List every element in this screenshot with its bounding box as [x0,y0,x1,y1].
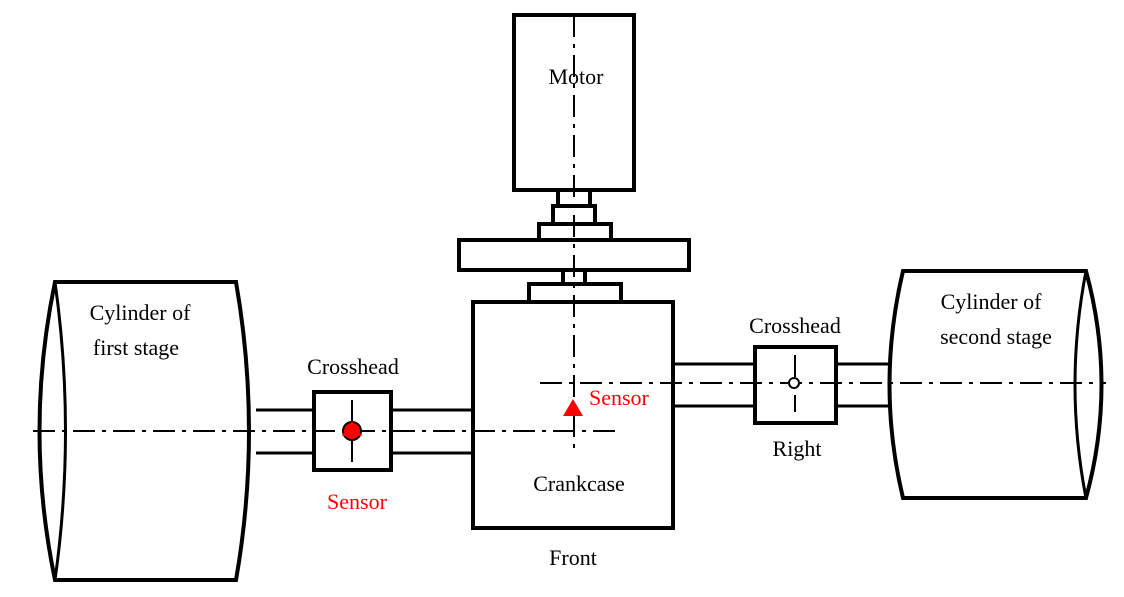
right-label: Right [773,436,822,461]
cylinder-first-label-line2: first stage [93,335,179,360]
right-crosshead-pin [788,377,800,389]
front-label: Front [549,545,597,570]
cylinder-second-label-line1: Cylinder of [941,289,1042,314]
cylinder-second-label-line2: second stage [940,324,1052,349]
sensor-crankcase-triangle [563,399,583,416]
motor-label: Motor [549,64,605,89]
cylinder-second-inner-line [1073,270,1088,499]
sensor-left-triangle [342,421,362,436]
sensor-left-label: Sensor [327,489,388,514]
sensor-crankcase-label: Sensor [589,385,650,410]
crankcase-label: Crankcase [533,471,625,496]
crosshead-left-label: Crosshead [307,354,399,379]
crosshead-right-label: Crosshead [749,313,841,338]
cylinder-first-label-line1: Cylinder of [90,300,191,325]
